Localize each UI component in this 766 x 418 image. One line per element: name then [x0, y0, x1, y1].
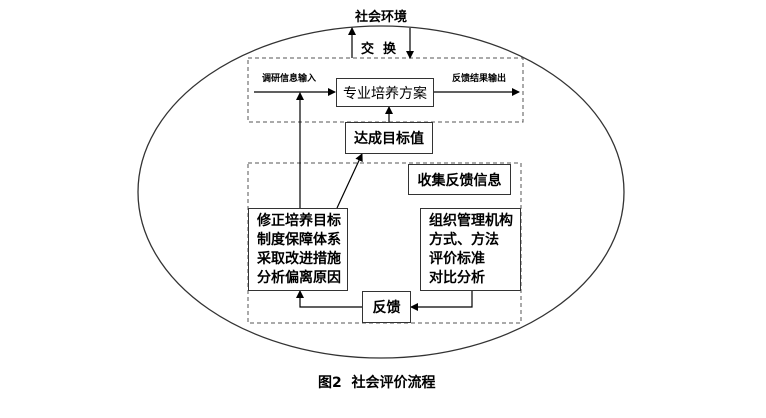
correction-line: 制度保障体系: [257, 231, 341, 248]
target-box: 达成目标值: [345, 122, 433, 154]
org-to-feedback-arrow: [410, 290, 473, 311]
correction-line: 分析偏离原因: [257, 269, 341, 286]
input-label: 调研信息输入: [262, 74, 317, 84]
correction-line: 修正培养目标: [257, 212, 341, 229]
exchange-label: 交 换: [361, 42, 397, 57]
organization-line: 组织管理机构: [429, 212, 513, 229]
organization-line: 方式、方法: [429, 231, 499, 248]
organization-line: 评价标准: [429, 250, 485, 267]
feedback-box: 反馈: [362, 291, 411, 323]
figure-caption: 图2 社会评价流程: [318, 375, 436, 391]
feedback-to-correct-arrow: [296, 290, 362, 308]
correct-to-target-arrow: [336, 153, 363, 209]
collect-feedback-box: 收集反馈信息: [408, 164, 511, 195]
environment-label: 社会环境: [355, 10, 408, 25]
organization-box: 组织管理机构 方式、方法 评价标准 对比分析: [420, 208, 521, 291]
correction-line: 采取改进措施: [257, 250, 341, 267]
plan-box: 专业培养方案: [336, 78, 434, 107]
correction-box: 修正培养目标 制度保障体系 采取改进措施 分析偏离原因: [248, 208, 348, 291]
output-label: 反馈结果输出: [452, 74, 507, 84]
organization-line: 对比分析: [429, 269, 485, 286]
society-ellipse: [137, 25, 625, 359]
